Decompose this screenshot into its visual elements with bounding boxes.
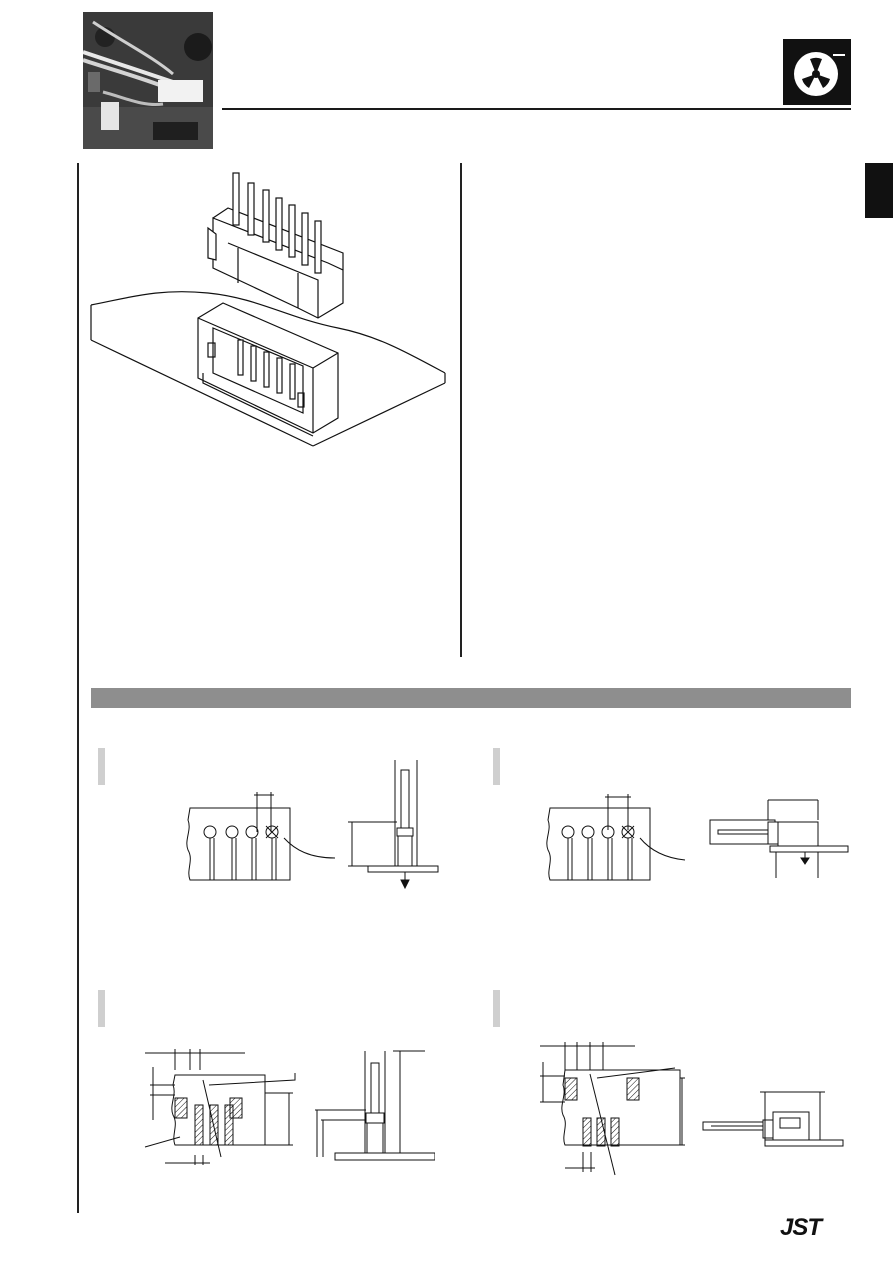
column-rule-left	[77, 163, 79, 1213]
smt-side-entry-layout	[535, 1040, 845, 1180]
smt-top-entry-layout	[135, 1045, 436, 1175]
subsection-marker	[493, 990, 500, 1027]
subsection-marker	[98, 748, 105, 785]
connector-photo	[83, 12, 213, 149]
chapter-tab	[865, 163, 893, 218]
header-rule	[222, 108, 851, 110]
column-rule-middle	[460, 163, 462, 657]
subsection-marker	[98, 990, 105, 1027]
jst-logo: JST	[780, 1214, 822, 1241]
wire-to-board-connector-illustration	[88, 168, 448, 450]
thru-hole-top-entry-layout	[180, 760, 440, 895]
subsection-marker	[493, 748, 500, 785]
section-header-bar	[91, 688, 851, 708]
reel-packaging-icon	[783, 39, 851, 105]
thru-hole-side-entry-layout	[540, 790, 850, 890]
